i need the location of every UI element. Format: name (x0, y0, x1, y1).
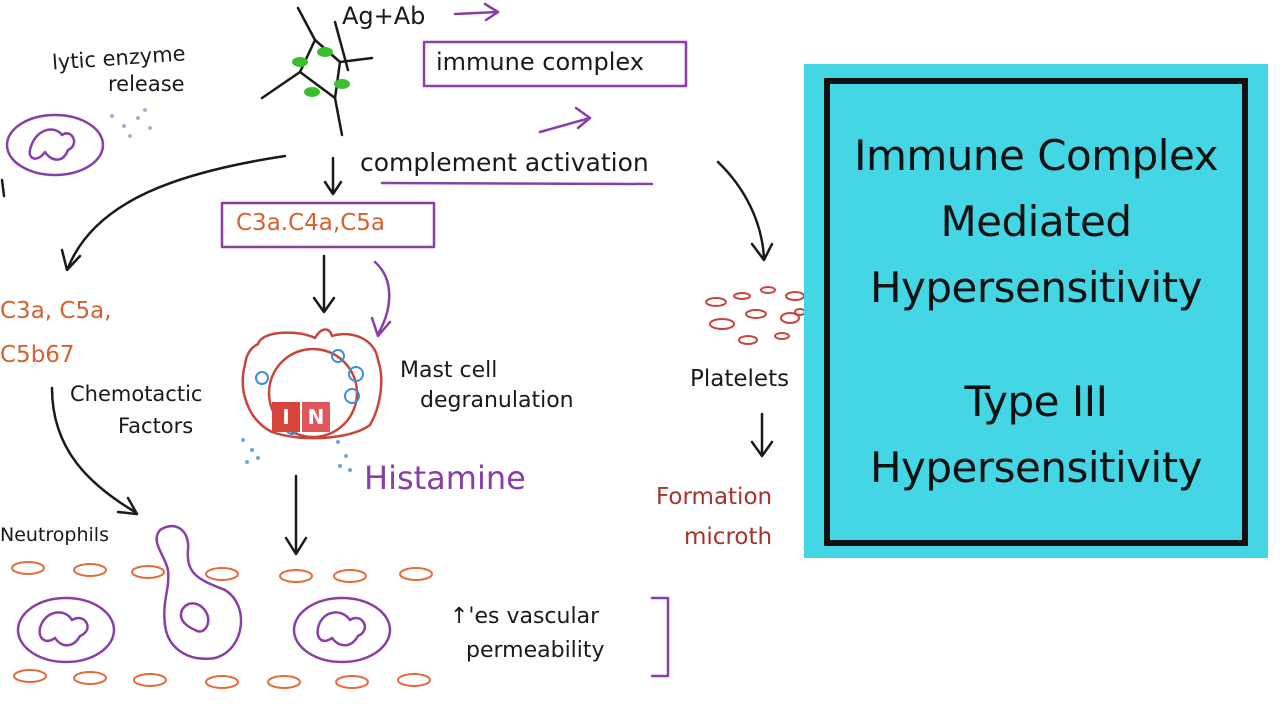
immune-complex-box (422, 40, 688, 88)
title-line-3: Hypersensitivity (869, 263, 1203, 312)
c3a-left-label: C3a, C5a, (0, 298, 112, 324)
c5b67-label: C5b67 (0, 342, 75, 368)
logo-right: N (302, 402, 330, 432)
title-line-4: Type III (964, 377, 1108, 426)
rbc-row-top (11, 561, 433, 583)
mast-cell-label: Mast cell (400, 358, 498, 383)
lytic-cell (5, 113, 105, 177)
vascular-label: ↑'es vascular (450, 604, 600, 629)
title-card: Immune Complex Mediated Hypersensitivity… (804, 64, 1268, 558)
title-card-frame: Immune Complex Mediated Hypersensitivity… (824, 78, 1248, 546)
watermark-logo: I N (272, 402, 330, 432)
c3a-box (220, 201, 436, 249)
logo-left: I (272, 402, 300, 432)
immune-complex-label: immune complex (436, 48, 644, 76)
title-line-2: Mediated (940, 197, 1132, 246)
formation-label: Formation (656, 484, 773, 510)
platelets-label: Platelets (690, 366, 790, 392)
rbc-row-bottom (13, 669, 431, 689)
black-arrows (0, 154, 774, 556)
c3a-box-label: C3a.C4a,C5a (236, 210, 385, 236)
ag-ab-label: Ag+Ab (342, 2, 426, 30)
title-line-1: Immune Complex (854, 131, 1218, 180)
purple-arrows (370, 2, 592, 338)
release-label: release (108, 72, 185, 96)
antigen-dots (292, 47, 350, 97)
neutrophils-label: Neutrophils (0, 524, 109, 546)
vascular-bracket (650, 596, 670, 678)
platelets (705, 286, 806, 345)
mast-cell (241, 328, 383, 440)
enzyme-dots (110, 108, 152, 138)
neutrophils-tissue (16, 524, 392, 664)
microthrombi-label: microth (684, 524, 773, 550)
histamine-label: Histamine (364, 459, 526, 497)
factors-label: Factors (118, 414, 194, 438)
released-granules (241, 438, 352, 472)
permeability-label: permeability (466, 638, 605, 663)
title-line-5: Hypersensitivity (869, 443, 1203, 492)
degranulation-label: degranulation (420, 388, 574, 413)
complement-activation-label: complement activation (360, 148, 649, 177)
chemotactic-label: Chemotactic (70, 382, 203, 406)
